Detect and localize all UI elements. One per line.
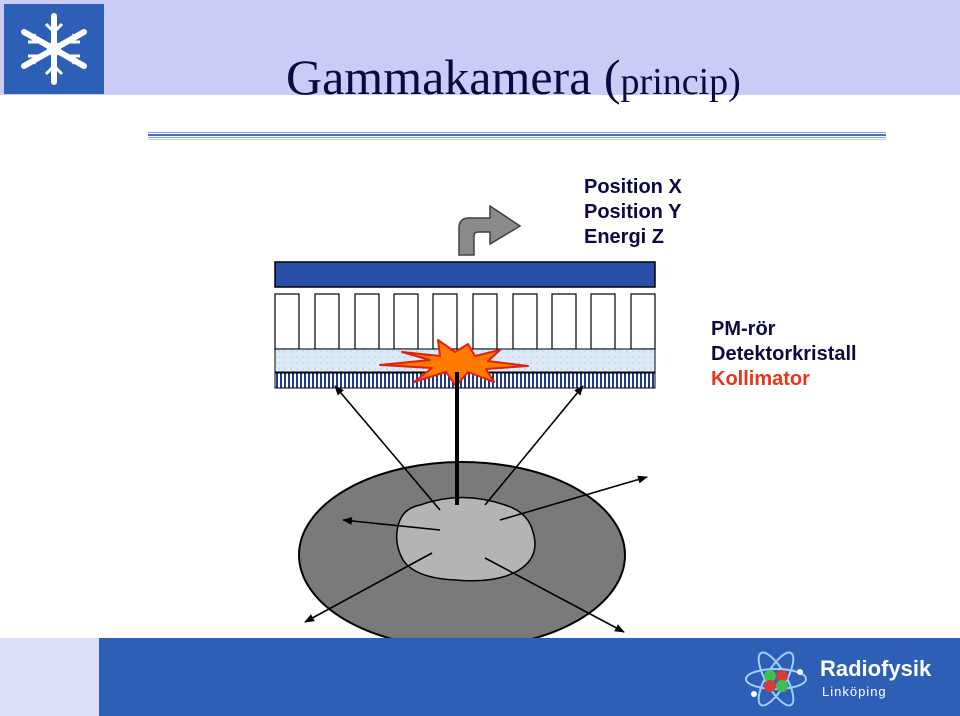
footer-left-block	[0, 638, 99, 716]
atom-logo-icon	[745, 651, 807, 707]
label-collimator: Kollimator	[711, 368, 810, 390]
detector-bar	[274, 261, 656, 288]
gamma-rays	[304, 385, 648, 633]
label-detector-crystal: Detektorkristall	[711, 343, 857, 365]
title-underline	[148, 132, 886, 140]
page-title: Gammakamera (princip)	[286, 49, 741, 105]
pm-tubes	[274, 293, 656, 350]
output-position-y: Position Y	[584, 201, 682, 223]
title-band	[0, 0, 960, 95]
snowflake-logo-icon	[4, 4, 104, 94]
output-energy-z: Energi Z	[584, 226, 665, 248]
curved-arrow-icon	[458, 204, 522, 256]
brand-name: Radiofysik	[820, 656, 932, 681]
footer-brand-band	[99, 638, 960, 716]
label-pm-tubes: PM-rör	[711, 318, 776, 340]
brand-city: Linköping	[822, 684, 887, 699]
organ-region	[395, 496, 536, 582]
output-position-x: Position X	[584, 176, 682, 198]
